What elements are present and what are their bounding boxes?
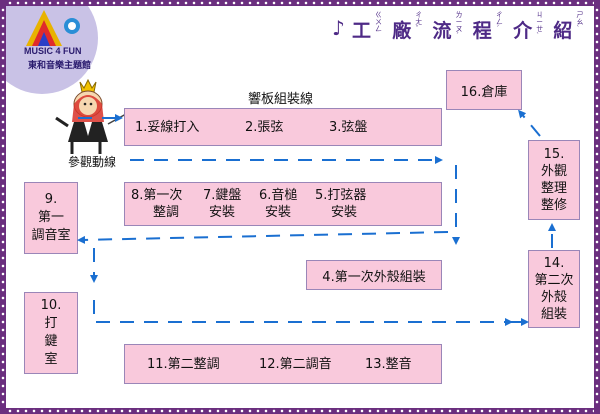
conductor-mascot-icon [55,78,127,154]
box-stage-16: 16.倉庫 [446,70,522,110]
title-char: 介ㄐㄧㄝˋ [513,11,544,43]
border-dots-top [6,0,594,6]
title-char: 程ㄔㄥˊ [472,11,503,43]
title-char: 工ㄍㄨㄥ [352,11,383,43]
box-stage-10: 10. 打 鍵 室 [24,292,78,374]
step-4: 4.第一次外殼組裝 [322,269,426,285]
step-7-detail: 安裝 [209,205,236,220]
step-5-detail: 安裝 [331,205,358,220]
arrow-up-15-16 [518,109,541,137]
border-dots-bottom [6,408,594,414]
step-15-line2: 整理 [540,181,567,196]
logo-mark [26,10,80,46]
border-dots-right [594,6,600,408]
step-9-number: 9. [44,192,58,207]
logo-text: MUSIC 4 FUN [24,46,82,56]
step-13: 13.整音 [365,357,412,372]
box-stage-9: 9. 第一 調音室 [24,182,78,254]
box-stage-5-8: 8.第一次 7.鍵盤 6.音槌 5.打弦器 整調 安裝 安裝 安裝 [124,182,442,226]
music-note-icon: ♪ [332,16,345,40]
step-6: 6.音槌 [259,188,298,203]
step-9-line1: 第一 [37,210,64,225]
title-char: 流ㄌㄧㄡˊ [432,11,463,43]
step-10-line3: 室 [44,352,58,367]
step-16: 16.倉庫 [460,84,508,100]
title-char: 廠ㄔㄤˇ [392,11,423,43]
section-label: 響板組裝線 [248,92,314,107]
title-char: 紹ㄕㄠˋ [553,11,584,43]
step-10-line2: 鍵 [44,334,58,349]
box-stage-14: 14. 第二次 外殼 組裝 [528,250,580,328]
step-15-number: 15. [543,147,565,162]
step-1: 1.妥線打入 [135,120,200,135]
box-stage-4: 4.第一次外殼組裝 [306,260,442,290]
step-14-number: 14. [543,256,565,271]
step-3: 3.弦盤 [329,120,368,135]
box-stage-11-13: 11.第二整調 12.第二調音 13.整音 [124,344,442,384]
arrow-row-c [77,231,449,244]
step-14-line3: 組裝 [540,307,567,322]
box-stage-1-3: 1.妥線打入 2.張弦 3.弦盤 [124,108,442,146]
step-6-detail: 安裝 [265,205,292,220]
logo-subtext: 東和音樂主題館 [28,60,92,70]
step-7: 7.鍵盤 [203,188,242,203]
step-10-line1: 打 [44,316,58,331]
step-11: 11.第二整調 [147,357,220,372]
page-title: 工ㄍㄨㄥ 廠ㄔㄤˇ 流ㄌㄧㄡˊ 程ㄔㄥˊ 介ㄐㄧㄝˋ 紹ㄕㄠˋ [352,11,584,43]
step-15-line1: 外觀 [540,164,567,179]
step-8: 8.第一次 [131,188,183,203]
box-stage-15: 15. 外觀 整理 整修 [528,140,580,220]
step-2: 2.張弦 [245,120,284,135]
step-12: 12.第二調音 [259,357,332,372]
step-8-detail: 整調 [153,205,180,220]
step-9-line2: 調音室 [31,228,71,243]
step-14-line1: 第二次 [534,273,574,288]
step-5: 5.打弦器 [315,188,367,203]
step-14-line2: 外殼 [540,290,567,305]
step-10-number: 10. [40,298,62,313]
visit-route-label: 參觀動線 [68,155,117,169]
arrow-row-d [93,300,513,326]
step-15-line3: 整修 [540,198,567,213]
border-dots-left [0,6,6,408]
music4fun-logo: MUSIC 4 FUN 東和音樂主題館 [14,6,92,76]
